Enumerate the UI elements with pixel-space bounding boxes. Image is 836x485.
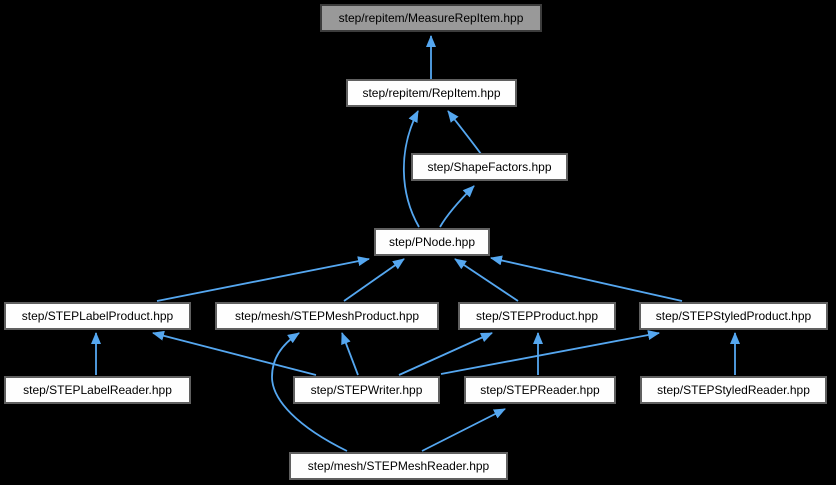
edge-stepmeshproduct-to-pnode [343,258,405,302]
edge-stepwriter-to-stepproduct [398,332,493,376]
node-rep-item[interactable]: step/repitem/RepItem.hpp [346,79,517,107]
edge-shapefactors-to-repitem [447,110,482,155]
edge-pnode-to-shapefactors [439,185,475,228]
node-step-writer[interactable]: step/STEPWriter.hpp [293,376,440,404]
node-step-styled-reader[interactable]: step/STEPStyledReader.hpp [640,376,827,404]
edge-stepwriter-to-stepstyledproduct [440,330,660,375]
node-step-mesh-reader[interactable]: step/mesh/STEPMeshReader.hpp [289,452,508,480]
node-step-label-reader[interactable]: step/STEPLabelReader.hpp [4,376,191,404]
edge-stepwriter-to-stepmeshproduct [341,332,359,376]
edge-stepproduct-to-pnode [454,258,519,302]
node-step-reader[interactable]: step/STEPReader.hpp [464,376,616,404]
node-step-product[interactable]: step/STEPProduct.hpp [458,302,616,330]
edge-pnode-to-repitem [402,110,420,228]
node-step-mesh-product[interactable]: step/mesh/STEPMeshProduct.hpp [215,302,439,330]
node-shape-factors[interactable]: step/ShapeFactors.hpp [411,153,568,181]
edge-stepwriter-to-steplabelproduct [152,330,317,376]
edge-stepmeshreader-to-stepmeshproduct [271,332,348,452]
node-measure-rep-item[interactable]: step/repitem/MeasureRepItem.hpp [320,4,542,32]
edge-stepstyledproduct-to-pnode [490,255,683,302]
node-step-styled-product[interactable]: step/STEPStyledProduct.hpp [639,302,828,330]
node-step-label-product[interactable]: step/STEPLabelProduct.hpp [4,302,191,330]
node-pnode[interactable]: step/PNode.hpp [374,228,490,256]
edge-stepmeshreader-to-stepreader [421,408,506,452]
edge-steplabelproduct-to-pnode [156,256,370,302]
